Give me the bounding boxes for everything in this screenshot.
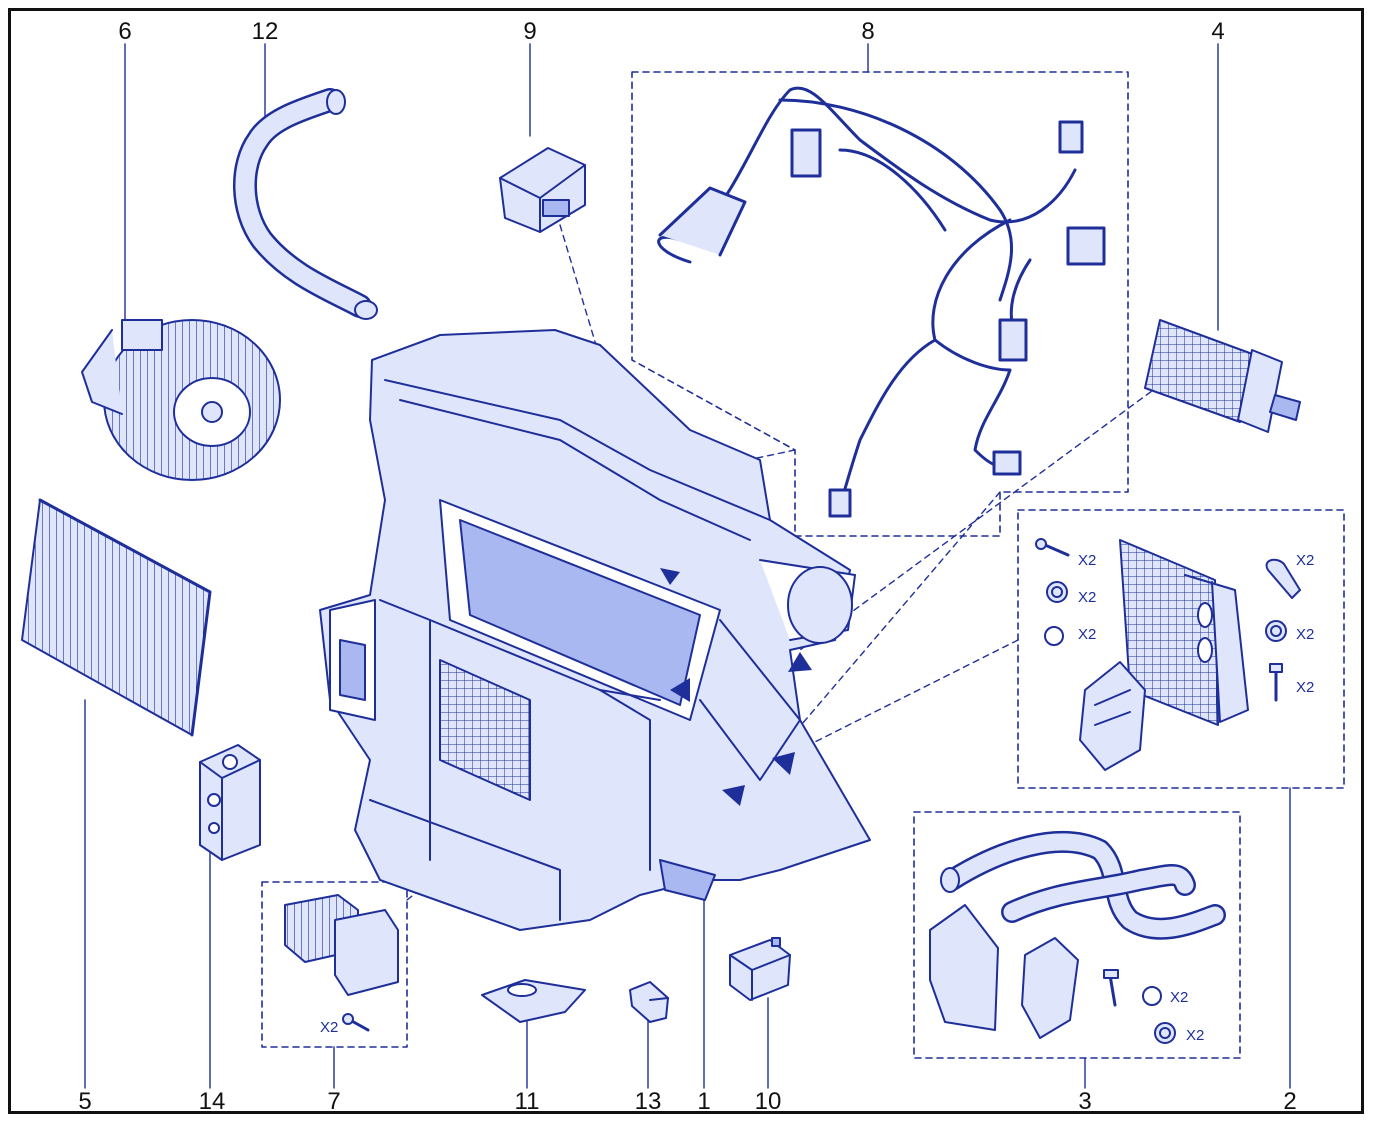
callout-3: 3 [1078,1088,1092,1115]
cabin-filter [21,498,212,737]
callout-8: 8 [861,18,875,45]
arrow-2b [722,785,745,806]
callout-9: 9 [523,18,537,45]
heater-pipe-kit [929,831,1226,1044]
qty-kit3-seal: X2 [1186,1027,1205,1044]
air-mix-actuator [499,147,586,233]
callout-5: 5 [78,1088,92,1115]
callout-12: 12 [251,18,279,45]
expansion-valve [199,744,261,861]
callout-6: 6 [118,18,132,45]
wiring-harness [657,86,1106,518]
qty-kit2-clip: X2 [1296,552,1315,569]
ptc-heater [1144,319,1301,433]
callout-7: 7 [327,1088,341,1115]
kit-7-frame [261,881,408,1048]
qty-kit2-seal: X2 [1296,626,1315,643]
callout-1: 1 [697,1088,711,1115]
callout-2: 2 [1283,1088,1297,1115]
arrow-7 [670,678,690,702]
qty-kit2-bolt: X2 [1296,679,1315,696]
leader-4 [799,384,1161,651]
mode-actuator [729,937,791,1001]
callout-14: 14 [198,1088,226,1115]
qty-kit2-oring: X2 [1078,626,1097,643]
heater-core-kit [1035,538,1301,771]
leader-2a [794,639,1019,753]
qty-kit2-washer: X2 [1078,589,1097,606]
callout-11: 11 [514,1088,540,1115]
qty-kit3-oring: X2 [1170,989,1189,1006]
callout-13: 13 [634,1088,662,1115]
callout-10: 10 [754,1088,782,1115]
blower-resistor [284,894,399,1032]
kit-2-frame [1017,509,1345,789]
temperature-sensor [629,981,669,1023]
arrow-9 [660,568,680,585]
blower-motor [81,319,281,481]
callout-4: 4 [1211,18,1225,45]
qty-kit2-screw: X2 [1078,552,1097,569]
diagram-frame [8,8,1364,1114]
drain-hose [232,88,378,320]
qty-kit7-screw: X2 [320,1019,339,1036]
hvac-housing [319,329,871,931]
arrow-4 [788,652,812,672]
grommet-seal [481,979,586,1023]
arrow-2a [772,752,795,775]
